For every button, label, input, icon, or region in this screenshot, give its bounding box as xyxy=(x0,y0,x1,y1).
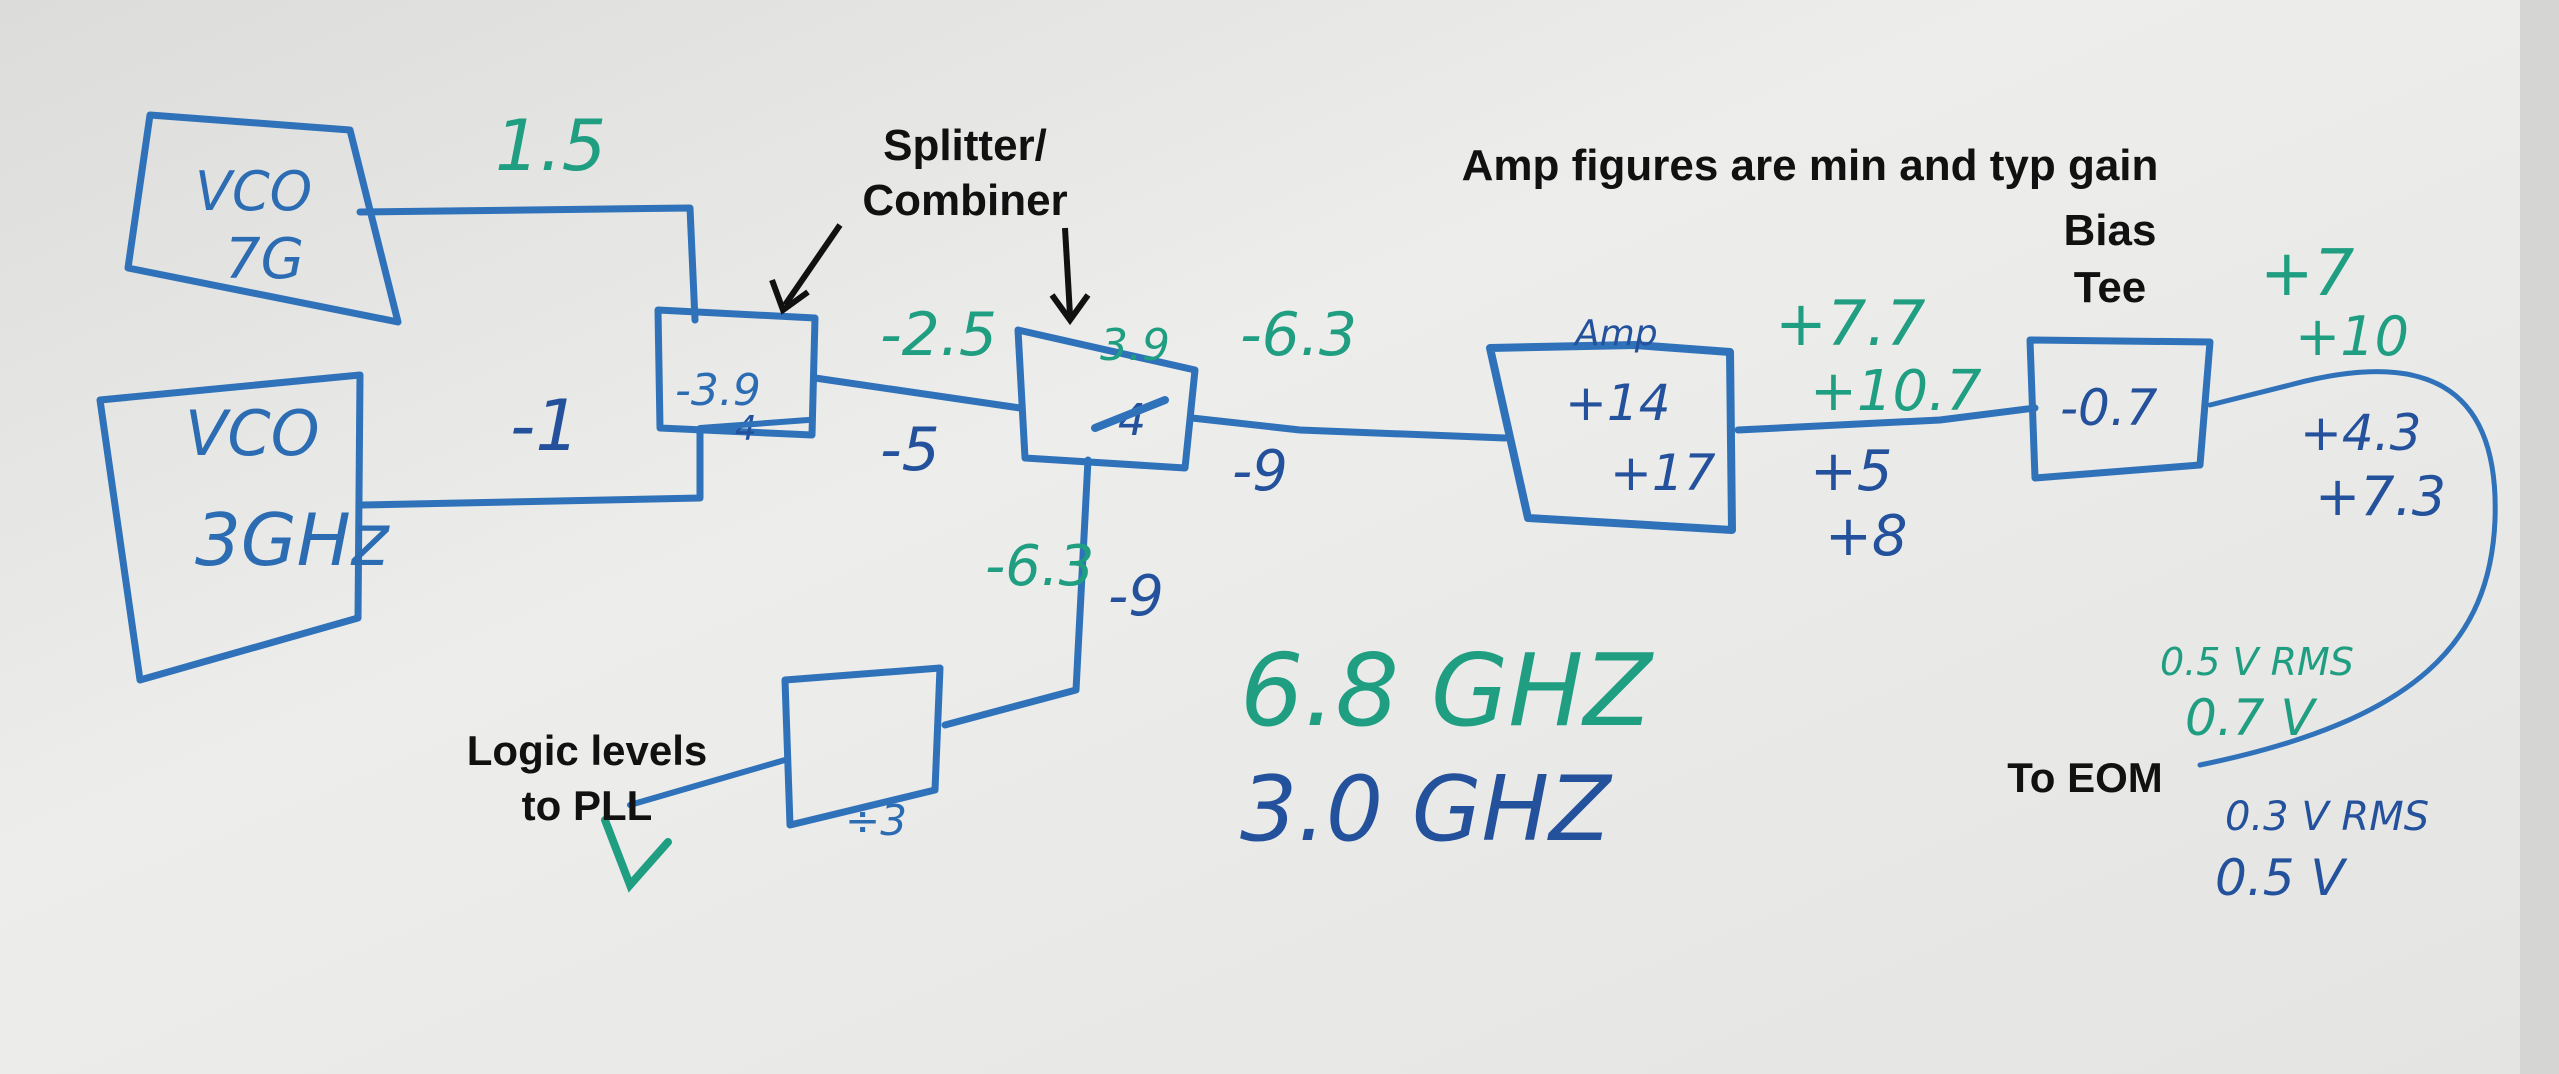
label-logic-levels: Logic levels xyxy=(467,727,707,774)
divider-block: ÷3 xyxy=(781,664,944,845)
splitter-1-block: -3.9 4 xyxy=(654,306,819,449)
eom-voltage-green-1: 0.5 V RMS xyxy=(2160,640,2354,684)
eom-voltage-green-2: 0.7 V xyxy=(2185,689,2318,747)
arrow-splitter-1-head xyxy=(769,278,810,315)
vco-7g-outline xyxy=(124,111,402,326)
splitter-2-block: 3.9 4 xyxy=(1014,320,1199,472)
wire-splitter-1-to-2 xyxy=(811,374,1024,412)
splitter-2-stroke xyxy=(1091,396,1169,432)
checkmark-icon xyxy=(601,816,672,893)
wire-splitter-2-to-amp xyxy=(1188,414,1509,442)
vco-3ghz-outline xyxy=(96,371,364,684)
level-bias-out-blue-1: +4.3 xyxy=(2300,404,2421,462)
bias-tee-block: -0.7 xyxy=(2026,336,2214,482)
level-to-divider-blue: -9 xyxy=(1108,564,1164,629)
board-edge xyxy=(2520,0,2559,1074)
level-combiner-out-green: -6.3 xyxy=(1240,300,1357,370)
amp-gain-typ: +17 xyxy=(1610,444,1716,502)
splitter-1-underline xyxy=(697,417,811,431)
level-splitter-out-green: -2.5 xyxy=(880,300,997,370)
label-to-pll: to PLL xyxy=(522,782,653,829)
wire-combiner-to-divider xyxy=(941,456,1092,729)
vco-7g-block: VCO 7G xyxy=(124,111,402,326)
splitter-1-outline xyxy=(654,306,819,439)
bias-tee-label: -0.7 xyxy=(2060,379,2158,437)
wire-divider-to-pll xyxy=(627,757,788,808)
level-amp-out-blue-1: +5 xyxy=(1810,439,1893,504)
arrow-splitter-2 xyxy=(1062,227,1073,316)
vco-3ghz-label-1: VCO xyxy=(185,397,320,470)
level-bias-out-green-2: +10 xyxy=(2295,305,2409,368)
arrow-splitter-2-head xyxy=(1049,293,1091,326)
level-amp-out-green-1: +7.7 xyxy=(1775,287,1926,360)
splitter-2-outline xyxy=(1014,326,1199,472)
level-amp-out-blue-2: +8 xyxy=(1825,504,1908,569)
splitter-1-label: -3.9 xyxy=(675,365,761,416)
label-to-eom: To EOM xyxy=(2007,754,2163,801)
wire-vco-7g xyxy=(356,204,699,324)
level-combiner-out-blue: -9 xyxy=(1232,439,1288,504)
amp-gain-min: +14 xyxy=(1565,374,1671,432)
bias-tee-outline xyxy=(2026,336,2214,482)
amp-block: Amp +14 +17 xyxy=(1486,313,1736,534)
label-amp-note: Amp figures are min and typ gain xyxy=(1462,141,2159,190)
level-to-divider-green: -6.3 xyxy=(985,534,1094,599)
wire-amp-to-bias-tee xyxy=(1734,404,2039,434)
vco-3ghz-label-2: 3GHz xyxy=(195,498,391,582)
amp-outline xyxy=(1486,341,1736,534)
label-splitter: Splitter/ xyxy=(883,121,1047,170)
vco-7g-label-1: VCO xyxy=(195,160,312,223)
level-vco-3ghz: -1 xyxy=(510,385,580,467)
wire-bias-tee-to-eom xyxy=(2197,369,2498,768)
level-amp-out-green-2: +10.7 xyxy=(1810,359,1982,424)
level-vco-7g: 1.5 xyxy=(495,105,606,187)
splitter-2-label-a: 3.9 xyxy=(1100,320,1170,371)
label-combiner: Combiner xyxy=(862,176,1067,225)
eom-voltage-blue-2: 0.5 V xyxy=(2215,849,2348,907)
arrow-splitter-1 xyxy=(782,223,843,307)
vco-3ghz-block: VCO 3GHz xyxy=(96,371,391,684)
splitter-1-sub: 4 xyxy=(735,409,757,449)
wire-vco-3ghz xyxy=(358,426,704,509)
amp-title: Amp xyxy=(1573,313,1658,354)
level-bias-out-green-1: +7 xyxy=(2260,237,2355,311)
label-tee: Tee xyxy=(2074,263,2147,312)
frequency-2: 3.0 GHZ xyxy=(1240,757,1613,862)
vco-7g-label-2: 7G xyxy=(225,227,304,292)
eom-voltage-blue-1: 0.3 V RMS xyxy=(2225,794,2429,840)
frequency-1: 6.8 GHZ xyxy=(1240,632,1655,749)
level-bias-out-blue-2: +7.3 xyxy=(2315,465,2446,528)
divider-label: ÷3 xyxy=(845,796,907,845)
label-bias: Bias xyxy=(2064,206,2157,255)
divider-outline xyxy=(781,664,944,829)
level-splitter-out-blue: -5 xyxy=(880,415,940,485)
